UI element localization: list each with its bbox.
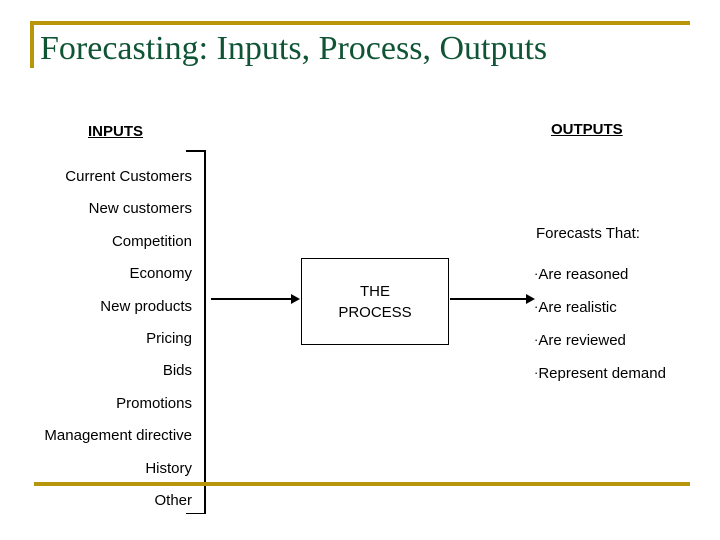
list-item: ·Are realistic xyxy=(534,291,666,324)
page-title: Forecasting: Inputs, Process, Outputs xyxy=(40,30,548,67)
list-item: New customers xyxy=(88,200,192,218)
bullet-icon: · xyxy=(534,266,539,281)
title-left-accent-bar xyxy=(30,21,34,68)
inputs-heading: INPUTS xyxy=(88,123,144,140)
list-item: Current Customers xyxy=(65,168,192,185)
list-item-label: Are reviewed xyxy=(538,332,626,349)
footer-rule xyxy=(34,482,690,486)
list-item: Promotions xyxy=(116,394,192,412)
outputs-heading: OUTPUTS xyxy=(551,121,623,138)
list-item-label: Represent demand xyxy=(538,365,666,382)
list-item: Economy xyxy=(129,265,192,283)
list-item: New products xyxy=(100,297,192,315)
inputs-bracket-vertical xyxy=(204,150,206,514)
outputs-intro-label: Forecasts That: xyxy=(536,225,640,242)
arrow-right-icon xyxy=(291,294,300,304)
list-item: Pricing xyxy=(146,330,192,348)
list-item: Management directive xyxy=(44,427,192,445)
outputs-list: ·Are reasoned ·Are realistic ·Are review… xyxy=(534,258,666,390)
arrow-right-icon xyxy=(526,294,535,304)
process-box: THE PROCESS xyxy=(301,258,449,345)
list-item: Competition xyxy=(111,232,192,250)
output-arrow-line xyxy=(450,298,528,300)
list-item: Other xyxy=(154,492,192,510)
list-item: History xyxy=(145,459,192,477)
title-top-rule xyxy=(30,21,690,25)
inputs-bracket-top-tick xyxy=(186,150,205,152)
process-box-label: THE PROCESS xyxy=(302,281,448,323)
bullet-icon: · xyxy=(534,332,539,347)
list-item-label: Are reasoned xyxy=(538,266,629,283)
process-label-line-1: THE xyxy=(360,283,390,300)
list-item: Bids xyxy=(162,362,192,380)
bullet-icon: · xyxy=(534,365,539,380)
list-item: ·Represent demand xyxy=(534,357,666,390)
bullet-icon: · xyxy=(534,299,539,314)
inputs-bracket-bottom-tick xyxy=(186,512,205,514)
list-item: ·Are reviewed xyxy=(534,324,666,357)
inputs-list: Current Customers New customers Competit… xyxy=(0,161,192,517)
input-arrow-line xyxy=(211,298,293,300)
list-item-label: Are realistic xyxy=(538,299,617,316)
process-label-line-2: PROCESS xyxy=(338,304,412,321)
list-item: ·Are reasoned xyxy=(534,258,666,291)
